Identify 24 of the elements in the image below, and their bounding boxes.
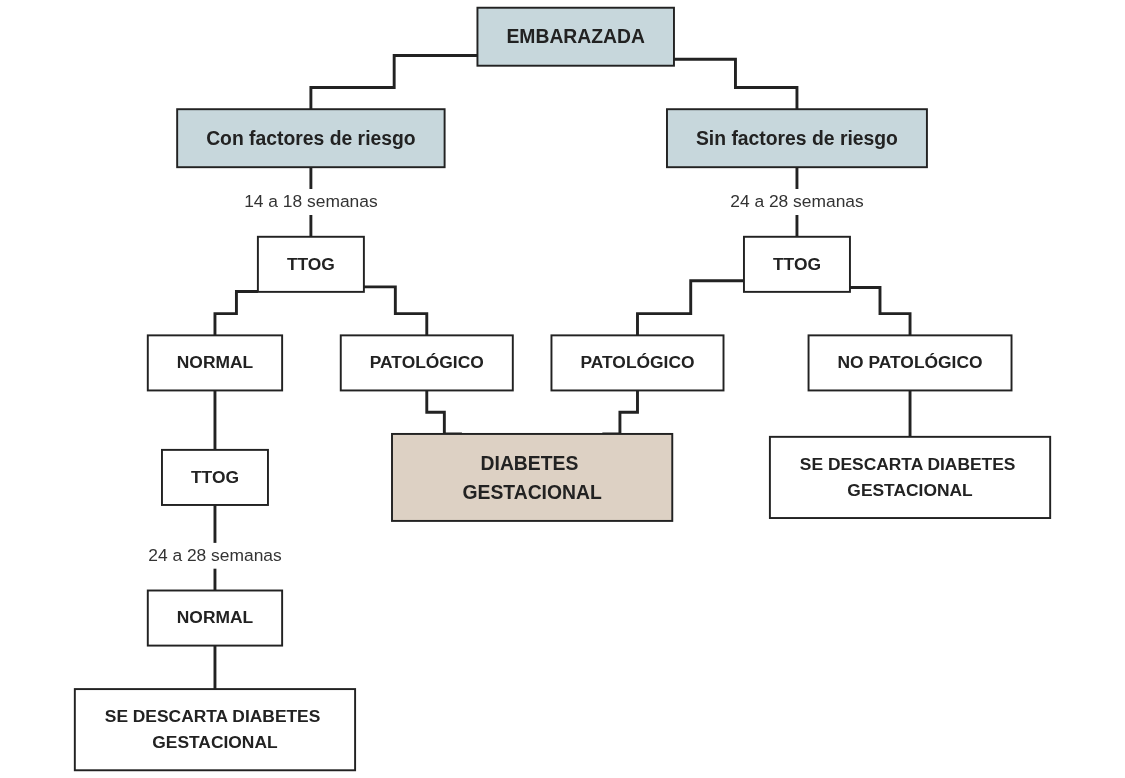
edge-label: 14 a 18 semanas [244, 191, 378, 212]
node-box: TTOG [743, 235, 851, 293]
node-box: NORMAL [146, 589, 284, 647]
node-box: NO PATOLÓGICO [807, 334, 1013, 392]
node-box: Sin factores de riesgo [666, 108, 928, 169]
connector [673, 57, 799, 111]
connector [213, 644, 217, 691]
node-box: SE DESCARTA DIABETES GESTACIONAL [73, 688, 357, 772]
node-box: NORMAL [146, 334, 284, 392]
node-box: PATOLÓGICO [339, 334, 514, 392]
node-box: PATOLÓGICO [550, 334, 725, 392]
connector [849, 286, 912, 337]
node-box: TTOG [256, 235, 365, 293]
connector [363, 285, 429, 337]
node-box: EMBARAZADA [476, 6, 675, 67]
edge-label: 24 a 28 semanas [148, 545, 282, 565]
node-box: TTOG [161, 448, 269, 506]
connector [309, 54, 478, 111]
node-box: SE DESCARTA DIABETES GESTACIONAL [768, 435, 1052, 519]
node-box: Con factores de riesgo [176, 108, 446, 169]
connector [213, 290, 258, 337]
edge-label: 24 a 28 semanas [730, 191, 864, 212]
connector [636, 279, 744, 337]
node-box: DIABETES GESTACIONAL [391, 432, 674, 522]
